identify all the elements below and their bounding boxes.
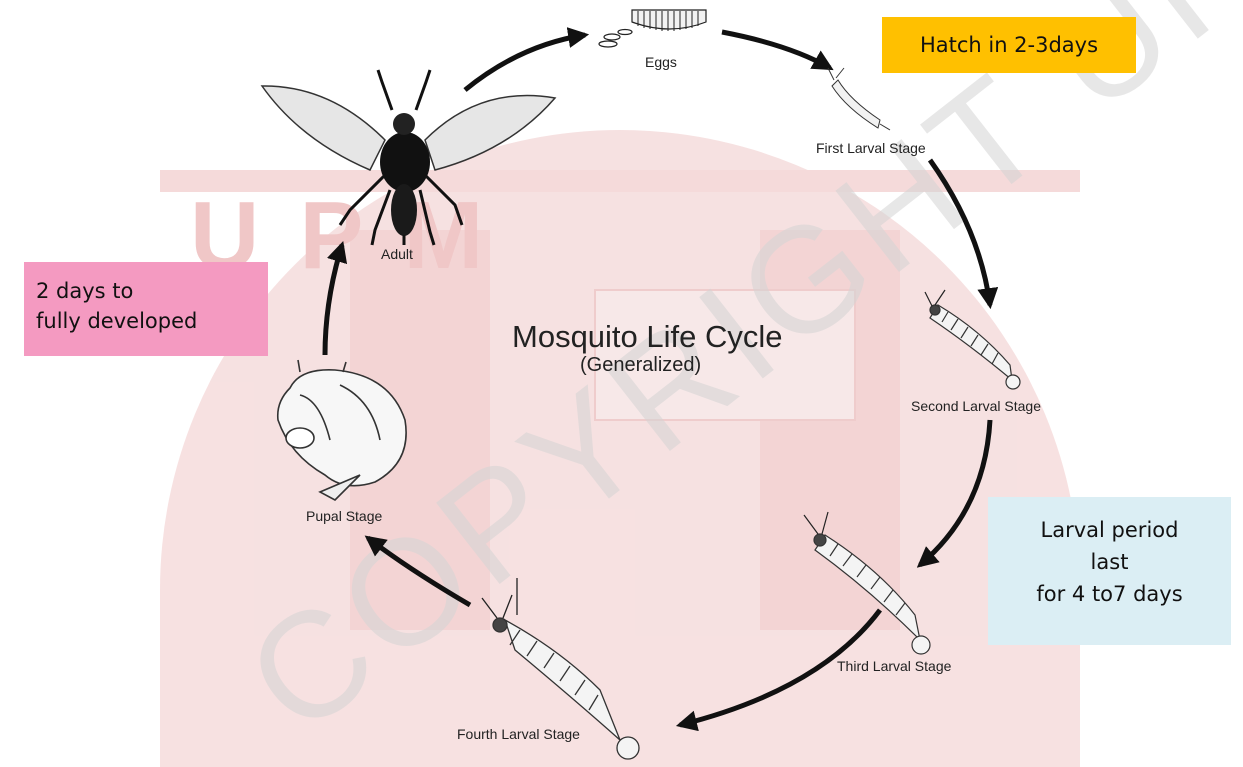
callout-larval-line-2: last — [988, 546, 1231, 578]
label-first-larval: First Larval Stage — [816, 140, 926, 156]
arrow-eggs-to-first-larval — [722, 32, 830, 68]
label-pupal: Pupal Stage — [306, 508, 382, 524]
label-fourth-larval: Fourth Larval Stage — [457, 726, 580, 742]
diagram-title: Mosquito Life Cycle — [512, 320, 783, 354]
label-second-larval: Second Larval Stage — [911, 398, 1041, 414]
callout-larval-line-3: for 4 to7 days — [988, 578, 1231, 610]
callout-adult-line-2: fully developed — [36, 306, 268, 336]
label-third-larval: Third Larval Stage — [837, 658, 951, 674]
label-adult: Adult — [381, 246, 413, 262]
arrow-adult-to-eggs — [465, 35, 585, 90]
diagram-subtitle: (Generalized) — [580, 354, 701, 377]
label-eggs: Eggs — [645, 54, 677, 70]
eggs-illustration — [599, 10, 706, 47]
callout-hatch: Hatch in 2-3days — [882, 17, 1136, 73]
callout-adult-line-1: 2 days to — [36, 276, 268, 306]
callout-larval-line-1: Larval period — [988, 514, 1231, 546]
callout-larval-period: Larval period last for 4 to7 days — [988, 497, 1231, 645]
callout-adult-development: 2 days to fully developed — [24, 262, 268, 356]
